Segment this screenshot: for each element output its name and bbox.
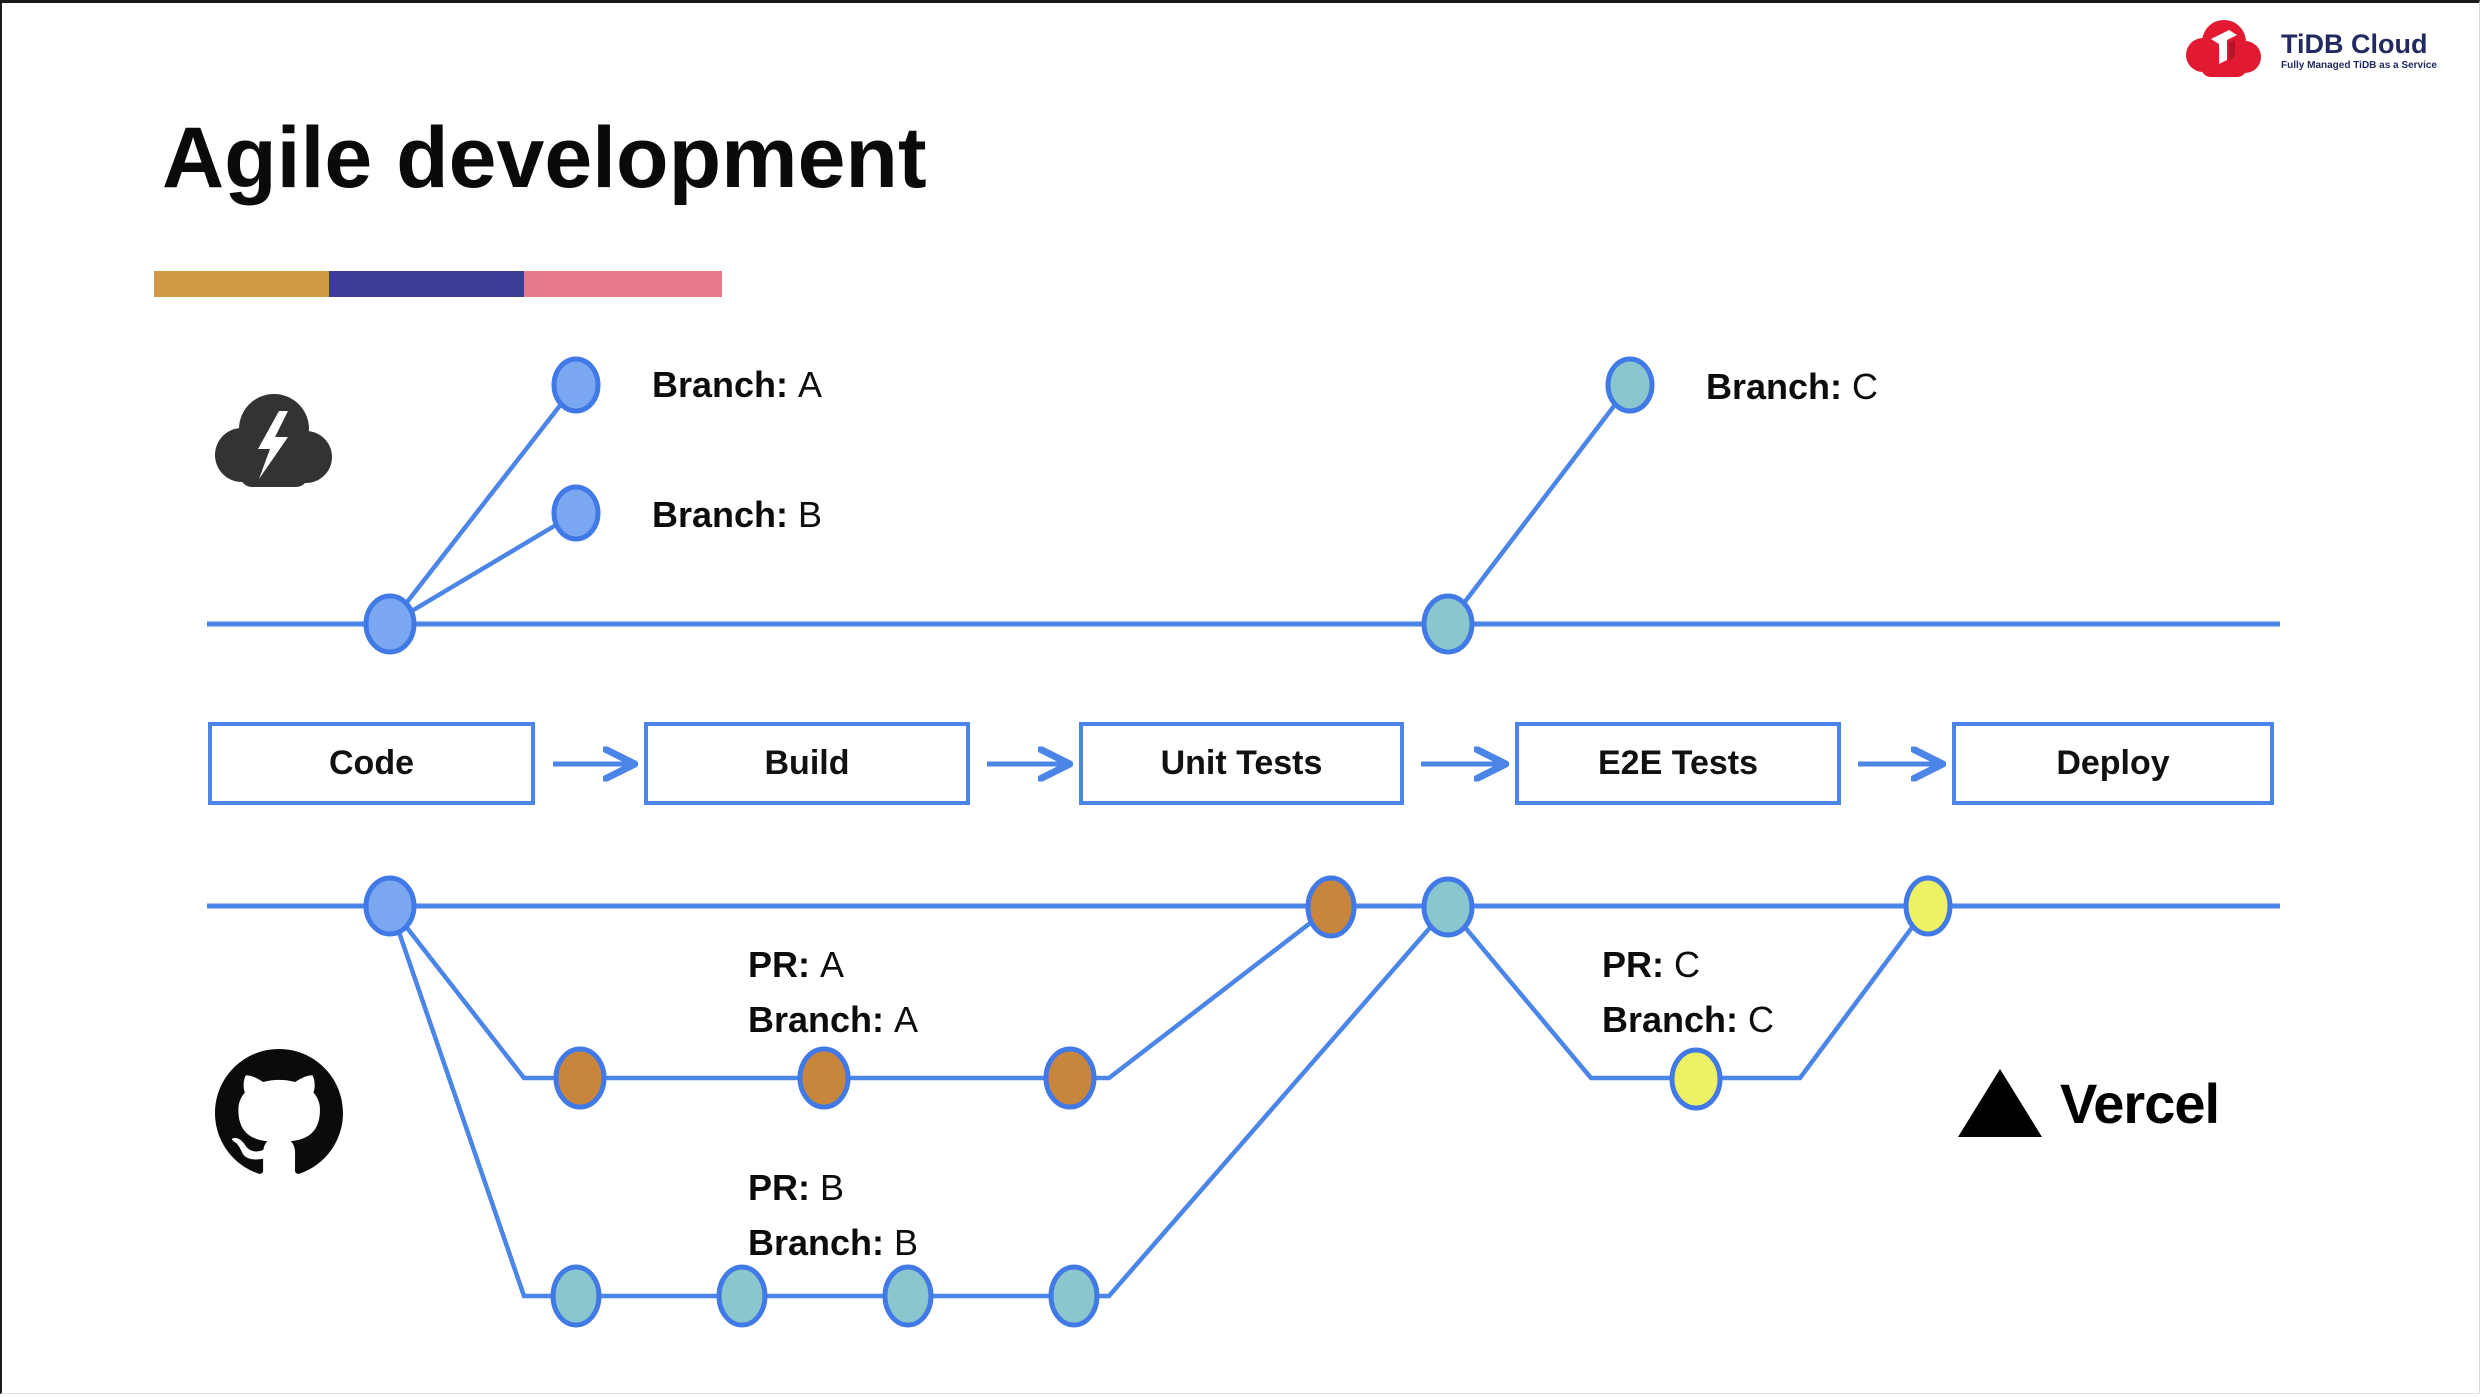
pr-label-prefix: PR: bbox=[748, 944, 810, 985]
branch-label-prefix: Branch: bbox=[748, 999, 885, 1040]
pr-label-prefix: PR: bbox=[1602, 944, 1664, 985]
branch-c-commit-node bbox=[1669, 1047, 1723, 1111]
branch-label-value: B bbox=[894, 1222, 919, 1263]
branch-label-value: C bbox=[1748, 999, 1775, 1040]
pr-label-value: A bbox=[820, 944, 845, 985]
tidb-tagline: Fully Managed TiDB as a Service bbox=[2281, 60, 2437, 72]
branch-label-prefix: Branch: bbox=[1706, 366, 1843, 407]
stage-deploy: Deploy bbox=[1952, 722, 2274, 805]
top-branch-a-edge bbox=[388, 383, 578, 626]
bottom-branch-a-lane bbox=[388, 904, 1333, 1081]
branch-a-commit-node bbox=[1043, 1046, 1097, 1110]
branch-label-value: A bbox=[894, 999, 919, 1040]
bottom-main-start-node bbox=[363, 875, 417, 937]
pr-a-branch-label: Branch:A bbox=[748, 998, 918, 1042]
branch-b-commit-node bbox=[550, 1264, 602, 1328]
pr-c-label: PR:C bbox=[1602, 943, 1700, 987]
bottom-merge-b-node bbox=[1421, 876, 1475, 938]
tidb-name: TiDB Cloud bbox=[2281, 29, 2428, 60]
branch-label-prefix: Branch: bbox=[652, 364, 789, 405]
branch-label-prefix: Branch: bbox=[1602, 999, 1739, 1040]
title-bar-indigo-segment bbox=[329, 271, 524, 297]
stage-unit-tests: Unit Tests bbox=[1079, 722, 1404, 805]
branch-b-commit-node bbox=[882, 1264, 934, 1328]
top-branch-b-label: Branch:B bbox=[652, 493, 822, 537]
pr-a-label: PR:A bbox=[748, 943, 844, 987]
bottom-merge-c-node bbox=[1903, 875, 1953, 937]
branch-label-value: C bbox=[1852, 366, 1879, 407]
bottom-merge-a-node bbox=[1305, 875, 1357, 939]
pr-c-branch-label: Branch:C bbox=[1602, 998, 1774, 1042]
title-bar-pink-segment bbox=[524, 271, 722, 297]
title-underline-bar bbox=[154, 271, 722, 297]
vercel-triangle-icon bbox=[1958, 1069, 2042, 1137]
stage-code: Code bbox=[208, 722, 535, 805]
title-bar-orange-segment bbox=[154, 271, 329, 297]
top-branch-c-label: Branch:C bbox=[1706, 365, 1878, 409]
lightning-cloud-icon bbox=[215, 394, 332, 487]
top-branch-a-label: Branch:A bbox=[652, 363, 822, 407]
top-branch-b-node bbox=[551, 484, 601, 542]
git-graph-canvas bbox=[207, 356, 2280, 1328]
top-main-commit-node bbox=[363, 593, 417, 655]
top-branch-c-node bbox=[1605, 356, 1655, 414]
pr-b-label: PR:B bbox=[748, 1166, 844, 1210]
pr-label-value: C bbox=[1674, 944, 1700, 985]
stage-e2e-tests: E2E Tests bbox=[1515, 722, 1841, 805]
pr-label-value: B bbox=[820, 1167, 845, 1208]
bottom-branch-b-lane bbox=[387, 905, 1450, 1299]
top-branch-c-edge bbox=[1446, 383, 1632, 626]
branch-label-prefix: Branch: bbox=[652, 494, 789, 535]
top-branch-a-node bbox=[551, 356, 601, 414]
branch-a-commit-node bbox=[553, 1046, 607, 1110]
github-icon bbox=[215, 1049, 343, 1174]
tidb-cloud-logo: TiDB Cloud Fully Managed TiDB as a Servi… bbox=[2177, 13, 2437, 89]
top-main-commit-node-c bbox=[1421, 593, 1475, 655]
vercel-logo: Vercel bbox=[1958, 1069, 2220, 1137]
branch-b-commit-node bbox=[1048, 1264, 1100, 1328]
page-title: Agile development bbox=[162, 110, 927, 206]
branch-b-commit-node bbox=[716, 1264, 768, 1328]
branch-a-commit-node bbox=[797, 1046, 851, 1110]
branch-label-value: B bbox=[798, 494, 823, 535]
branch-label-value: A bbox=[798, 364, 823, 405]
top-branch-b-edge bbox=[388, 511, 578, 626]
stage-build: Build bbox=[644, 722, 970, 805]
pr-label-prefix: PR: bbox=[748, 1167, 810, 1208]
pr-b-branch-label: Branch:B bbox=[748, 1221, 918, 1265]
vercel-name: Vercel bbox=[2060, 1071, 2220, 1135]
branch-label-prefix: Branch: bbox=[748, 1222, 885, 1263]
tidb-cloud-icon bbox=[2186, 20, 2261, 77]
